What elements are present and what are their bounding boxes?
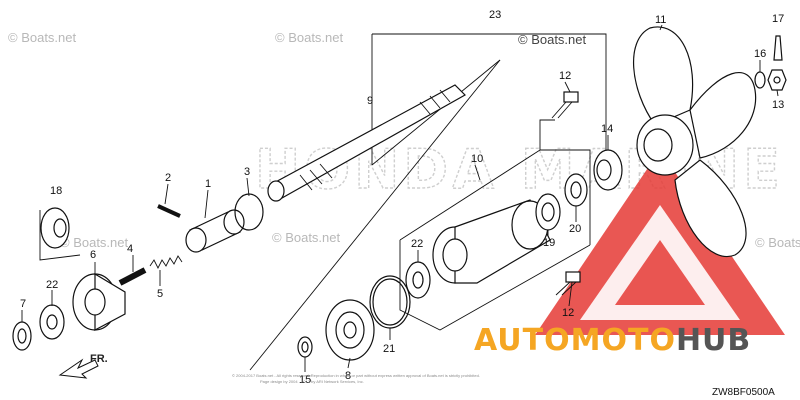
bolt — [555, 271, 581, 296]
boats-net-watermark: © Boats.net — [755, 235, 800, 250]
return-spring — [149, 255, 183, 270]
callout-11: 11 — [655, 14, 666, 26]
forward-gear — [72, 272, 126, 331]
boats-net-watermark: © Boats.net — [8, 30, 77, 45]
ball-bearing — [39, 304, 65, 340]
boats-net-watermark: © Boats.net — [518, 32, 587, 47]
callout-8: 8 — [345, 370, 351, 382]
reverse-gear — [325, 299, 375, 361]
callout-7: 7 — [20, 298, 26, 310]
shim — [297, 336, 313, 358]
triangle-logo-icon — [535, 150, 785, 335]
callout-18: 18 — [50, 185, 62, 197]
shim — [12, 321, 32, 351]
ball-bearing — [405, 261, 431, 299]
leader-lines — [21, 24, 779, 372]
oil-seal — [564, 173, 588, 207]
callout-22: 22 — [46, 279, 58, 291]
propeller-shaft — [267, 84, 466, 202]
callout-23: 23 — [489, 9, 501, 21]
thrust-washer — [593, 149, 623, 191]
callout-5: 5 — [157, 288, 163, 300]
callout-9: 9 — [367, 95, 373, 107]
front-direction-arrow: FR. — [58, 353, 108, 379]
o-ring — [369, 275, 411, 329]
boats-net-watermark: © Boats.net — [60, 235, 129, 250]
needle-bearing — [535, 193, 561, 231]
automotohub-brand: AUTOMOTOHUB — [474, 323, 751, 358]
callout-6: 6 — [90, 249, 96, 261]
callout-21: 21 — [383, 343, 395, 355]
callout-22: 22 — [411, 238, 423, 250]
copyright-text: Page design by 2004 - 2017 by ARI Networ… — [260, 379, 364, 384]
diagram-id: ZW8BF0500A — [712, 387, 775, 398]
bolt — [551, 91, 579, 119]
callout-1: 1 — [205, 178, 211, 190]
callout-14: 14 — [601, 123, 613, 135]
clutch — [185, 209, 245, 253]
callout-4: 4 — [127, 243, 133, 255]
callout-20: 20 — [569, 223, 581, 235]
clutch-pin — [157, 204, 181, 218]
copyright-text: © 2004-2017 Boats.net - All rights reser… — [232, 373, 480, 378]
callout-13: 13 — [772, 99, 784, 111]
washer — [754, 71, 766, 89]
callout-2: 2 — [165, 172, 171, 184]
callout-12: 12 — [562, 307, 574, 319]
direction-label: FR. — [90, 353, 108, 365]
boats-net-watermark: © Boats.net — [275, 30, 344, 45]
callout-10: 10 — [471, 153, 483, 165]
cotter-pin — [773, 35, 783, 61]
callout-12: 12 — [559, 70, 571, 82]
callout-15: 15 — [299, 374, 311, 386]
callout-3: 3 — [244, 166, 250, 178]
propeller-nut — [767, 69, 787, 91]
callout-19: 19 — [543, 237, 555, 249]
callout-16: 16 — [754, 48, 766, 60]
propeller — [632, 26, 757, 258]
callout-17: 17 — [772, 13, 784, 25]
holder-assembly-outline — [399, 119, 591, 331]
shift-slider — [118, 267, 147, 286]
boats-net-watermark: © Boats.net — [272, 230, 341, 245]
ball-bearing — [39, 207, 81, 261]
bearing-holder — [432, 199, 551, 284]
